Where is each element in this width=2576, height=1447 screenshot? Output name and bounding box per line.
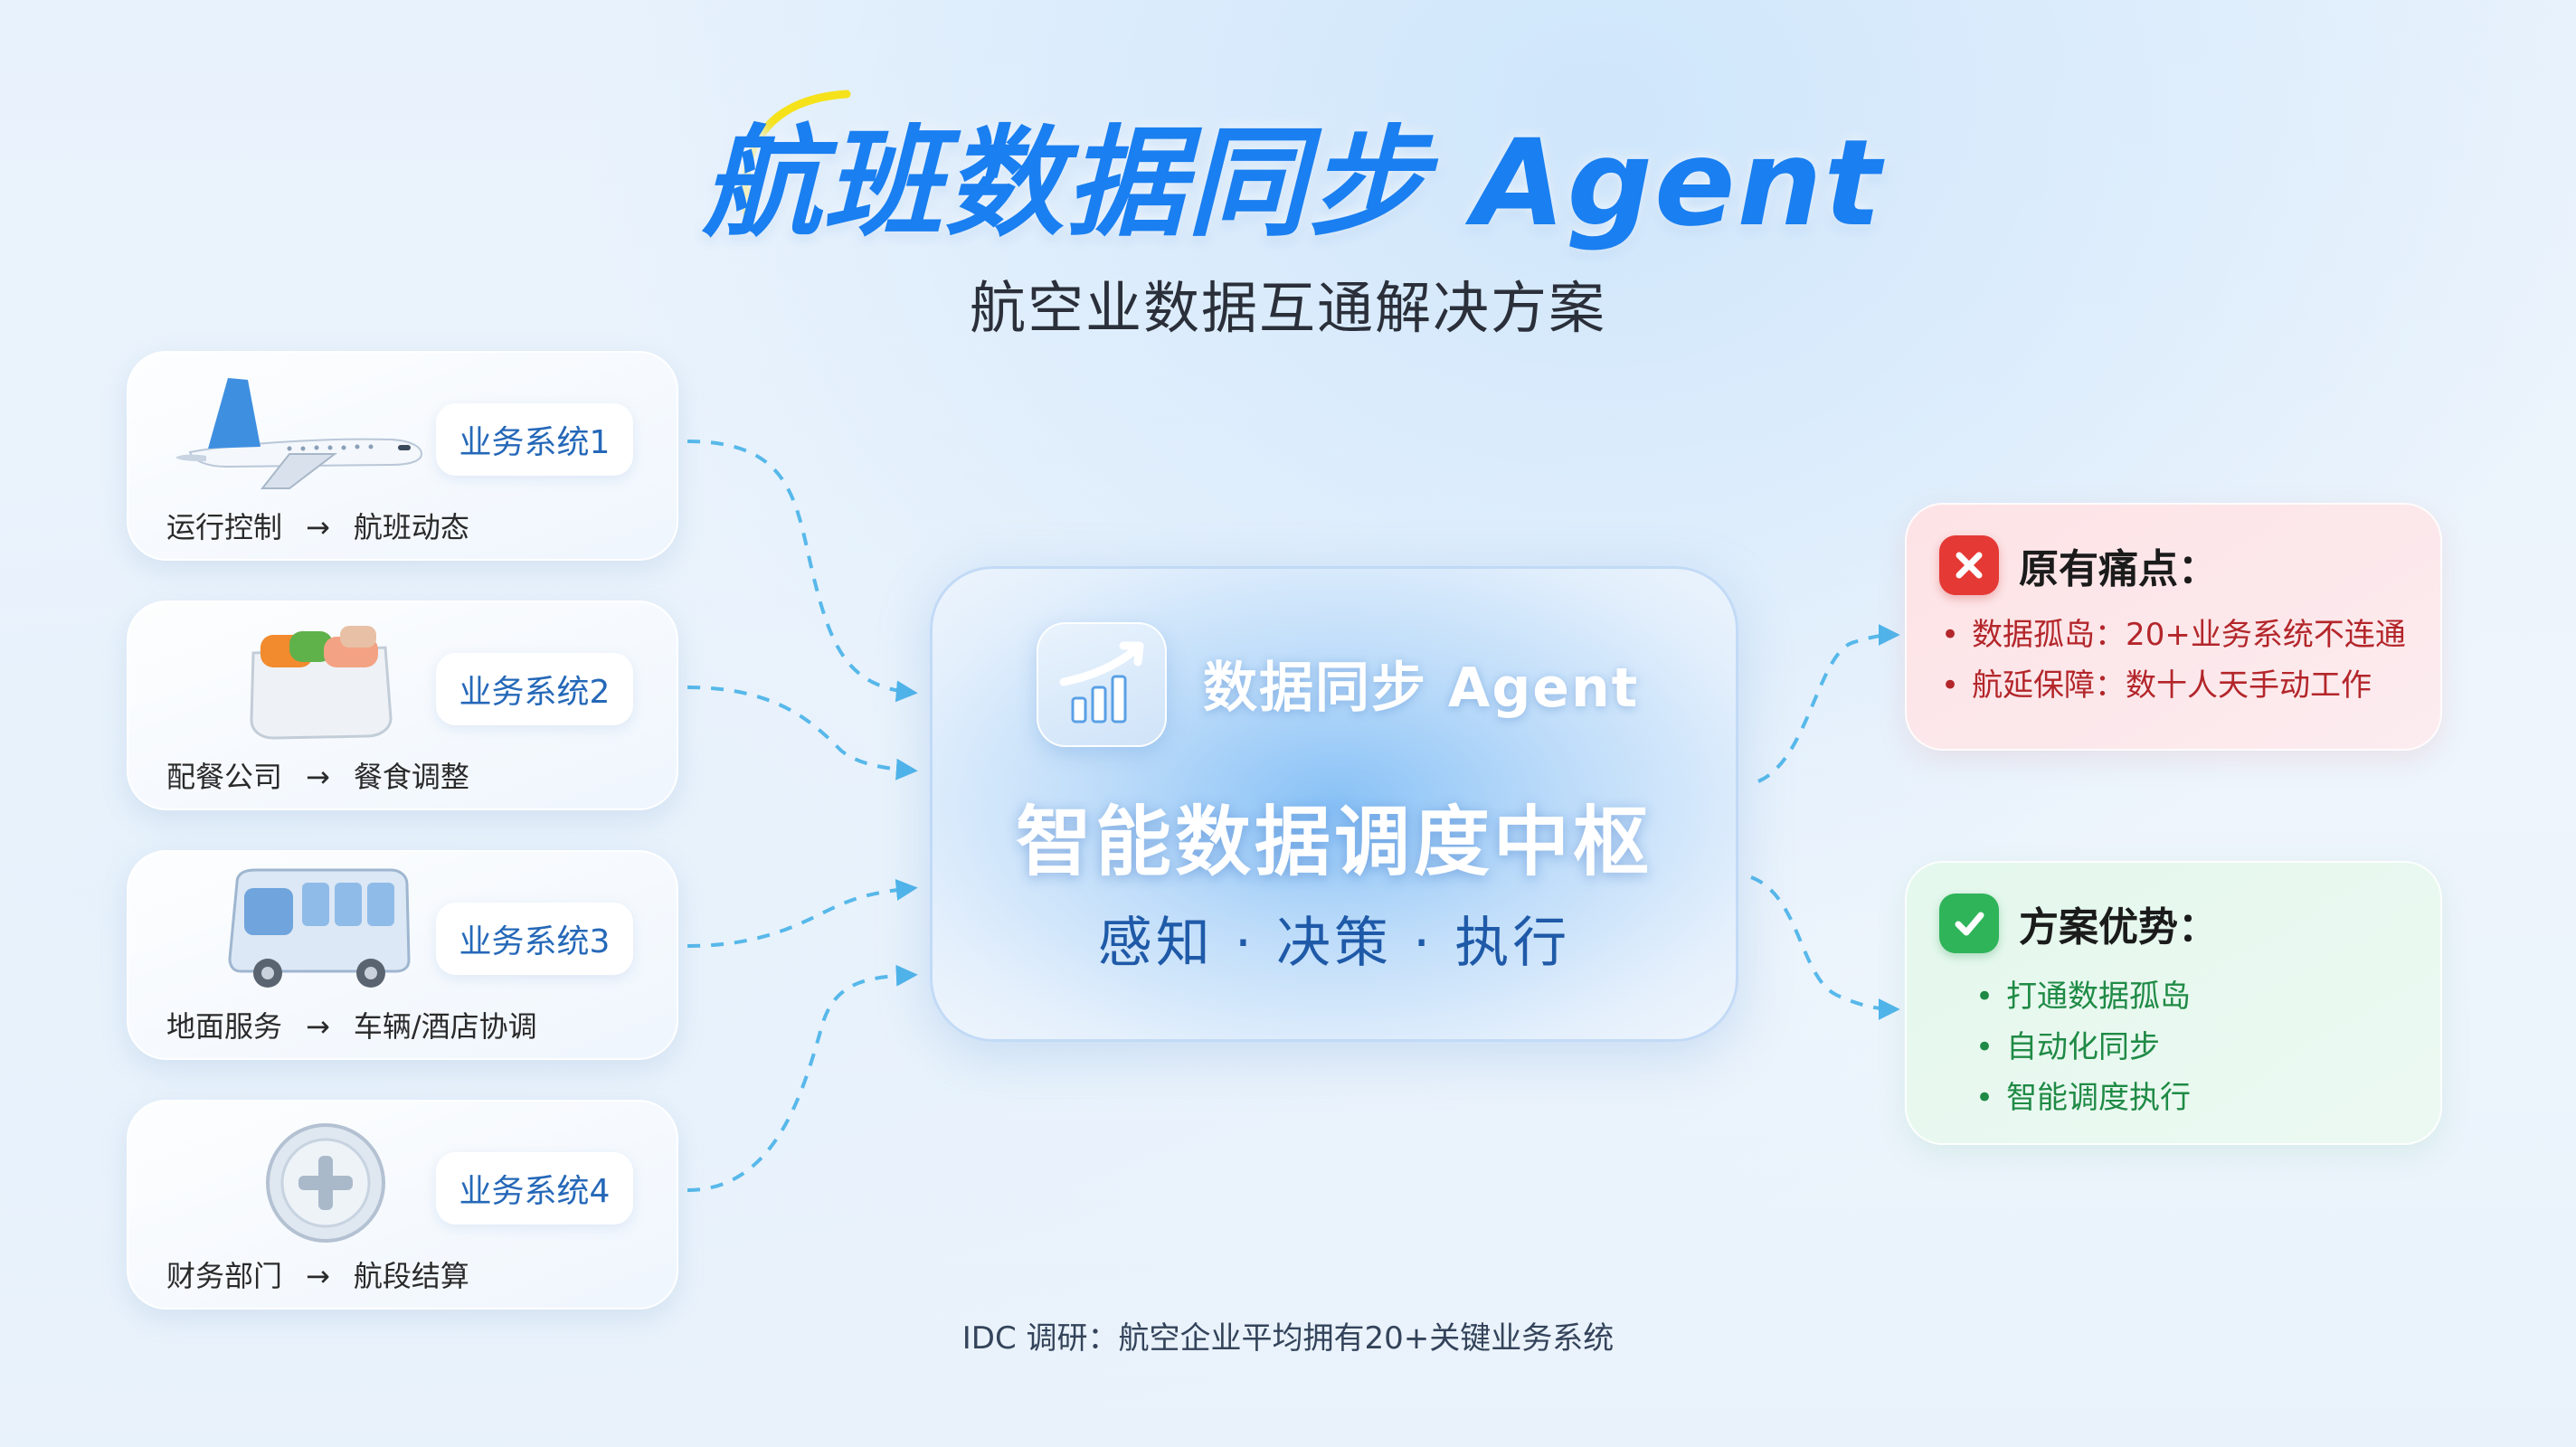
title-container: 航班数据同步 Agent [0,87,2576,260]
link-system1 [687,440,918,703]
list-item: •数据孤岛：20+业务系统不连通 [1941,617,2406,653]
page-subtitle: 航空业数据互通解决方案 [969,275,1606,341]
advantages-list: •打通数据孤岛 •自动化同步 •智能调度执行 [1975,971,2191,1123]
system-flow-1: 运行控制 → 航班动态 [166,505,469,546]
flow-arrow-1: → [306,510,330,544]
page-title: 航班数据同步 Agent [702,114,1883,253]
system-label-1: 业务系统1 [436,403,633,476]
system-flow-4: 财务部门 → 航段结算 [166,1253,469,1295]
link-system4 [687,964,918,1192]
meal-box-icon [250,626,393,740]
system-source-1: 运行控制 [166,510,283,544]
flow-arrow-2: → [306,760,330,794]
hub-subtitle: 感知 · 决策 · 执行 [1097,912,1571,975]
link-pain [1757,624,1900,783]
finance-coin-icon [266,1123,385,1243]
advantages-header: 方案优势： [1939,894,2218,953]
hub-title: 智能数据调度中枢 [1015,798,1653,886]
system-source-2: 配餐公司 [166,760,283,794]
link-advantage [1750,875,1900,1020]
system-card-1: 业务系统1 运行控制 → 航班动态 [127,351,678,561]
data-sync-chart-icon [1059,641,1144,724]
system-source-4: 财务部门 [166,1259,283,1293]
system-source-3: 地面服务 [166,1009,283,1044]
list-item: •智能调度执行 [1975,1080,2192,1116]
system-flow-3: 地面服务 → 车辆/酒店协调 [166,1004,537,1045]
pain-point-text: 航延保障：数十人天手动工作 [1972,667,2372,704]
advantage-text: 打通数据孤岛 [2006,979,2192,1015]
list-item: •打通数据孤岛 [1975,979,2192,1015]
pain-points-heading: 原有痛点： [2019,546,2218,592]
cross-icon [1939,535,1999,595]
advantage-text: 自动化同步 [2006,1029,2161,1065]
flow-arrow-3: → [306,1009,330,1044]
system-target-3: 车辆/酒店协调 [353,1009,537,1044]
link-system3 [687,878,918,948]
list-item: •航延保障：数十人天手动工作 [1941,667,2372,704]
advantages-box: 方案优势： •打通数据孤岛 •自动化同步 •智能调度执行 [1905,861,2442,1145]
bus-icon [228,868,411,988]
system-flow-2: 配餐公司 → 餐食调整 [166,754,469,796]
title-swoosh-decoration [741,90,851,218]
flow-arrow-4: → [306,1259,330,1293]
advantage-text: 智能调度执行 [2006,1080,2192,1116]
hub-logo [1037,622,1167,747]
system-card-4: 业务系统4 财务部门 → 航段结算 [127,1100,678,1310]
system-target-1: 航班动态 [353,510,469,544]
advantages-heading: 方案优势： [2019,904,2218,950]
list-item: •自动化同步 [1975,1029,2161,1065]
system-target-2: 餐食调整 [353,760,469,794]
hub-agent-name: 数据同步 Agent [1203,657,1640,720]
pain-points-header: 原有痛点： [1939,535,2218,595]
pain-points-list: •数据孤岛：20+业务系统不连通 •航延保障：数十人天手动工作 [1941,610,2406,711]
footer-note: IDC 调研：航空企业平均拥有20+关键业务系统 [961,1320,1615,1357]
system-card-3: 业务系统3 地面服务 → 车辆/酒店协调 [127,850,678,1060]
system-label-3: 业务系统3 [436,903,633,975]
system-card-2: 业务系统2 配餐公司 → 餐食调整 [127,601,678,810]
system-label-2: 业务系统2 [436,653,633,725]
check-icon [1939,894,1999,953]
system-label-4: 业务系统4 [436,1152,633,1225]
pain-points-box: 原有痛点： •数据孤岛：20+业务系统不连通 •航延保障：数十人天手动工作 [1905,503,2442,751]
system-target-4: 航段结算 [353,1259,469,1293]
pain-point-text: 数据孤岛：20+业务系统不连通 [1972,617,2406,653]
airplane-icon [175,378,423,489]
link-system2 [687,686,918,780]
